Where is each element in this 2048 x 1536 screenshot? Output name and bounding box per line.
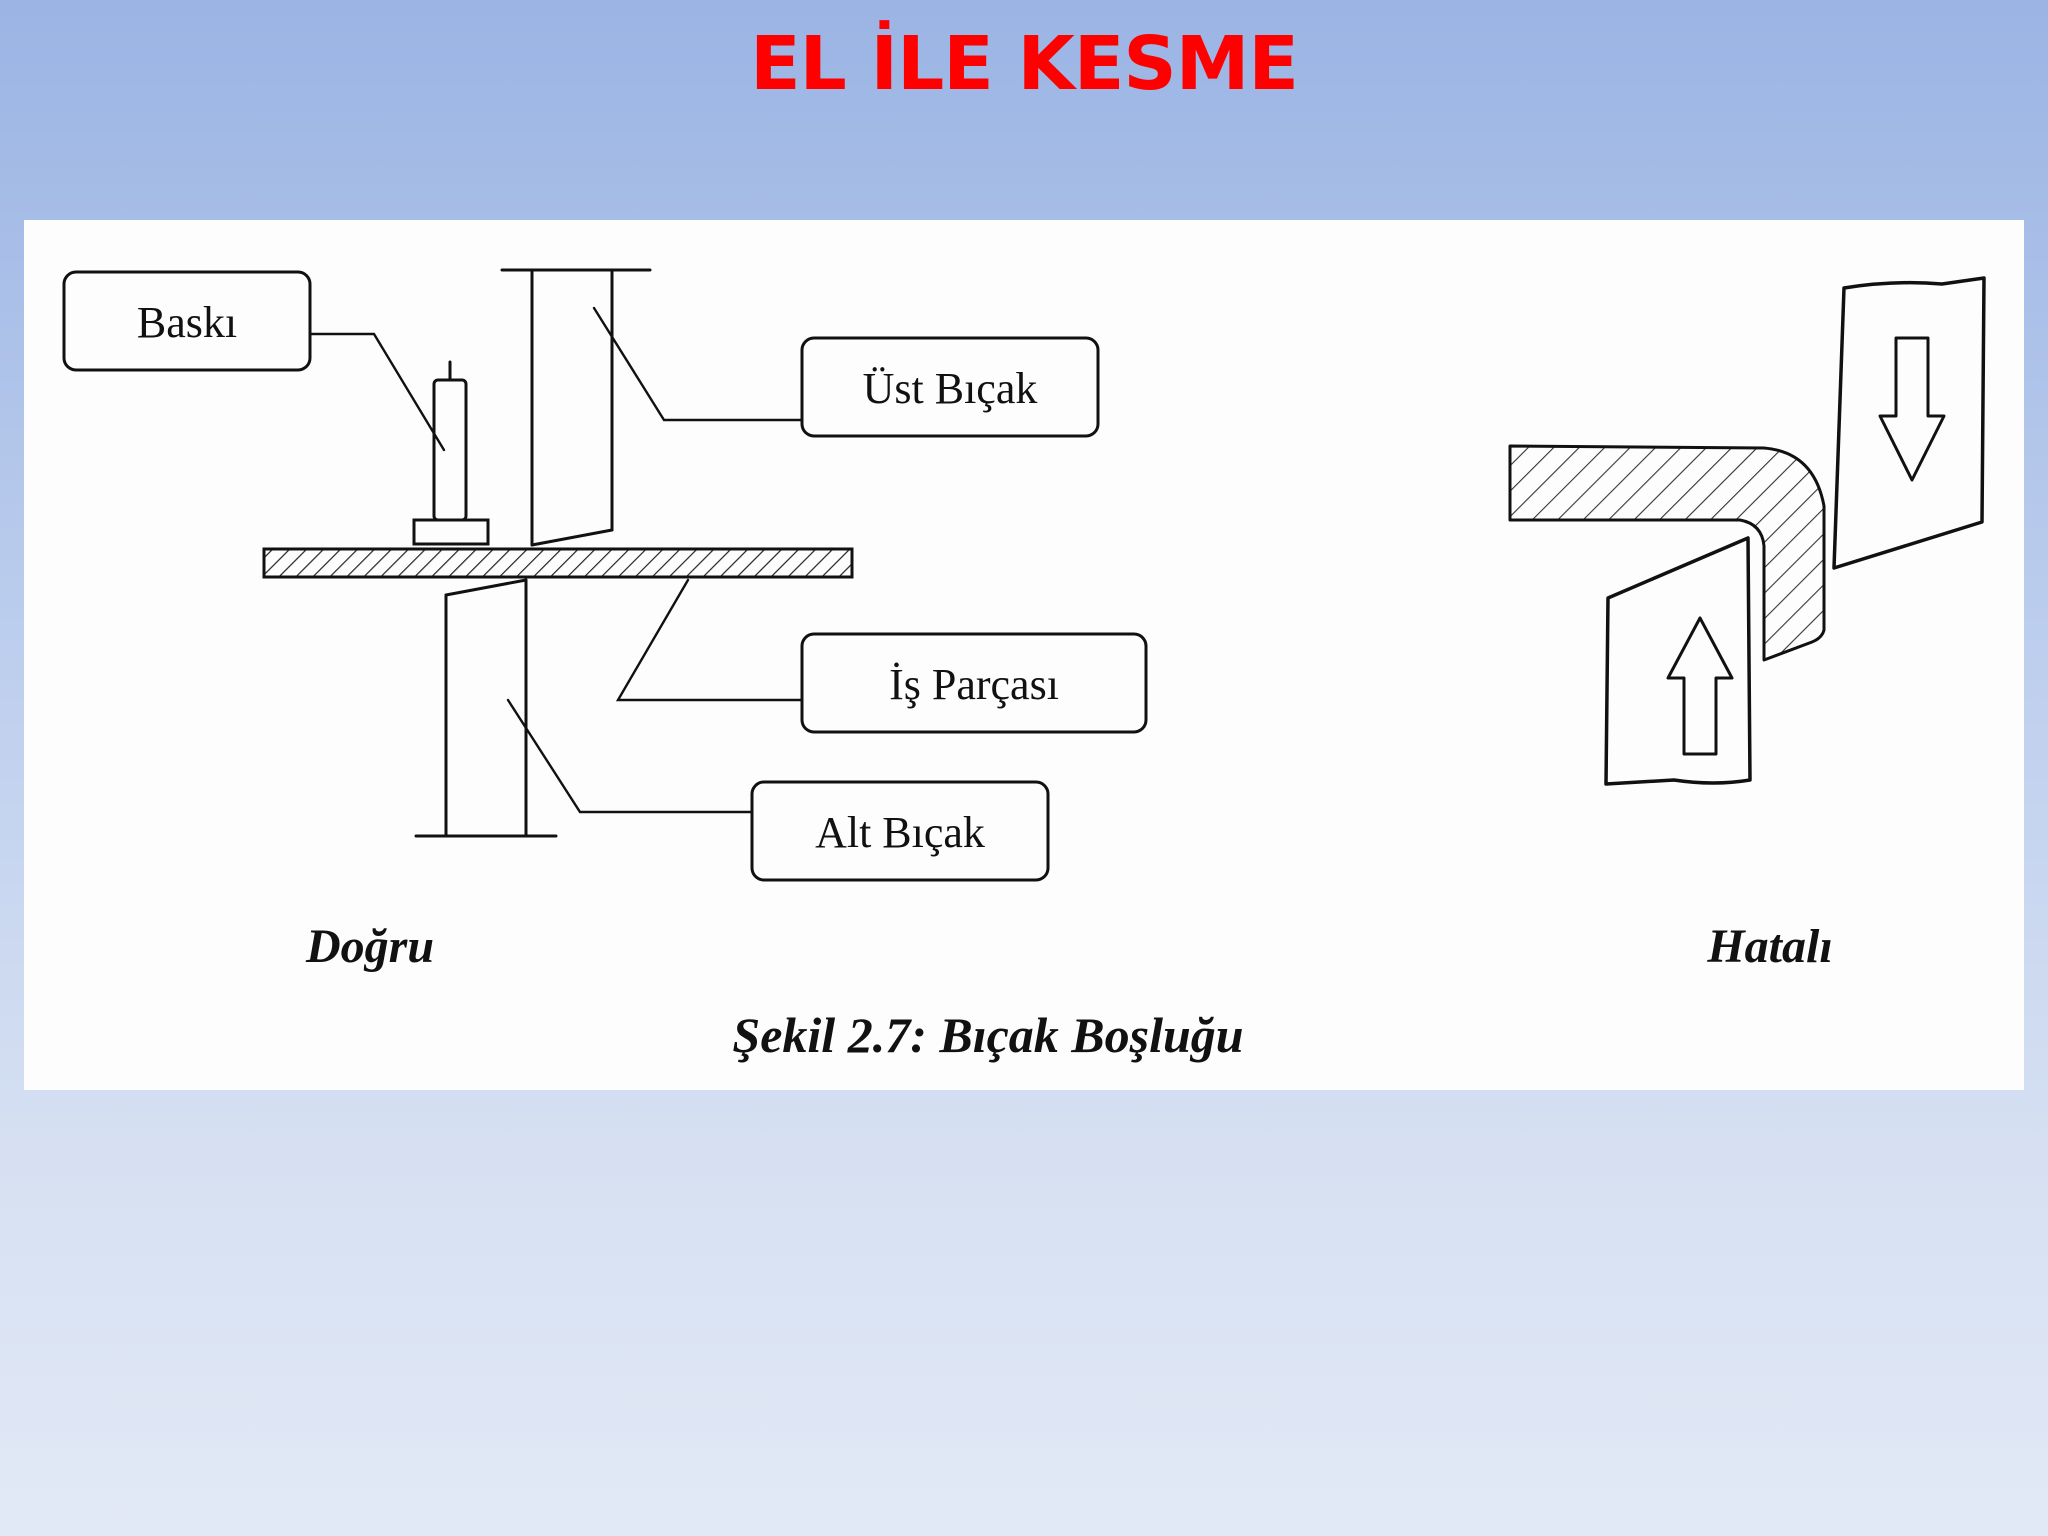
label-workpiece: İş Parçası	[889, 660, 1059, 709]
pressure-pin-shape	[412, 360, 490, 546]
leader-lines	[308, 306, 804, 814]
lower-blade-shape	[414, 578, 558, 838]
figure-panel: Baskı Üst Bıçak İş Parçası Alt Bıçak Doğ…	[24, 220, 2024, 1090]
correct-cutting-drawing	[262, 268, 854, 838]
lower-blade-faulty	[1604, 536, 1752, 786]
label-pressure: Baskı	[137, 298, 237, 347]
label-upper-blade: Üst Bıçak	[863, 364, 1038, 413]
figure-caption: Şekil 2.7: Bıçak Boşluğu	[732, 1007, 1243, 1063]
callout-lower-blade: Alt Bıçak	[750, 780, 1050, 882]
blade-clearance-diagram: Baskı Üst Bıçak İş Parçası Alt Bıçak Doğ…	[62, 268, 1986, 1063]
callout-pressure: Baskı	[62, 270, 312, 372]
callout-workpiece: İş Parçası	[800, 632, 1148, 734]
label-lower-blade: Alt Bıçak	[815, 808, 985, 857]
arrow-down-icon	[1878, 336, 1946, 482]
upper-blade-faulty	[1832, 276, 1986, 570]
panel-label-correct: Doğru	[305, 920, 434, 973]
workpiece-plate	[262, 547, 854, 579]
arrow-up-icon	[1666, 616, 1734, 756]
slide-title: EL İLE KESME	[750, 21, 1299, 107]
callout-upper-blade: Üst Bıçak	[800, 336, 1100, 438]
panel-label-faulty: Hatalı	[1706, 920, 1832, 973]
faulty-cutting-drawing	[1508, 276, 1986, 786]
bent-workpiece	[1508, 444, 1826, 662]
upper-blade-shape	[500, 268, 652, 547]
